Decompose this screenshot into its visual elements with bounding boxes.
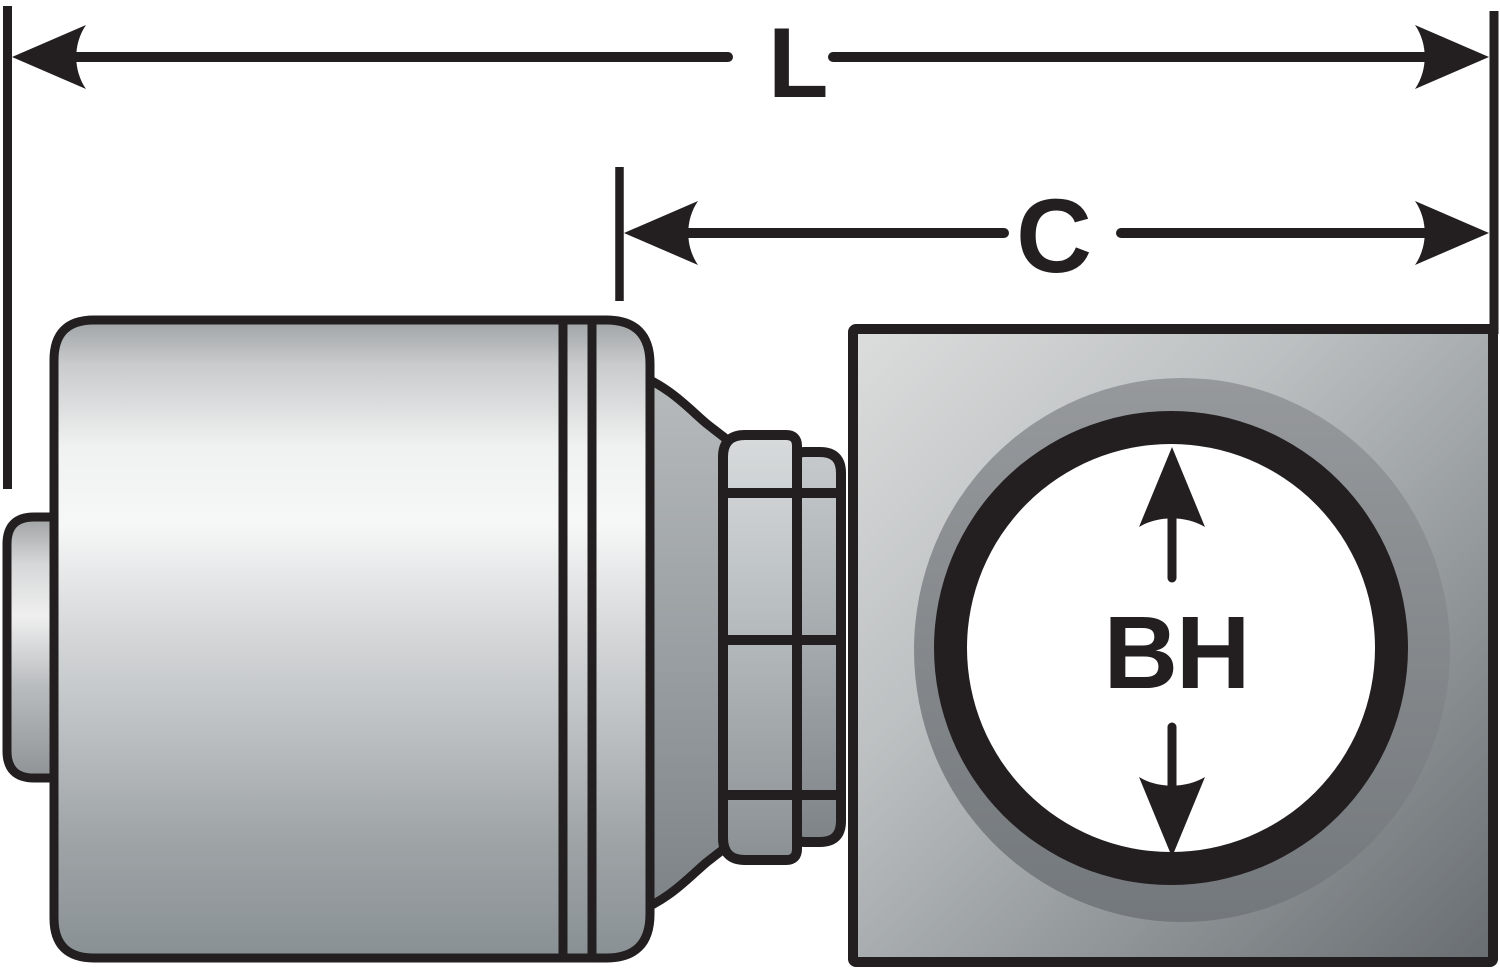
l-arrowhead-left	[12, 25, 86, 89]
crimp-shell	[49, 315, 597, 963]
c-arrowhead-left	[624, 201, 698, 265]
l-arrowhead-right	[1415, 25, 1489, 89]
dimension-C: C	[615, 167, 1489, 301]
fitting-side-view	[2, 315, 846, 963]
bh-arrow-down-head	[1139, 777, 1205, 857]
bh-arrow-up-head	[1139, 447, 1205, 527]
nut-threads-left	[718, 430, 802, 865]
port-bore	[967, 444, 1375, 852]
nut-threads-right	[792, 447, 846, 847]
end-cap-ring	[587, 315, 655, 963]
bh-dimension-arrows	[1139, 447, 1205, 857]
hose-stub	[2, 512, 63, 783]
bh-label: BH	[1104, 595, 1249, 710]
c-arrowhead-right	[1415, 201, 1489, 265]
c-label: C	[1016, 178, 1092, 295]
thread-dividers	[723, 488, 841, 800]
l-label: L	[768, 7, 828, 118]
dimension-L: L	[3, 6, 1499, 489]
banjo-block: BH	[848, 324, 1498, 967]
